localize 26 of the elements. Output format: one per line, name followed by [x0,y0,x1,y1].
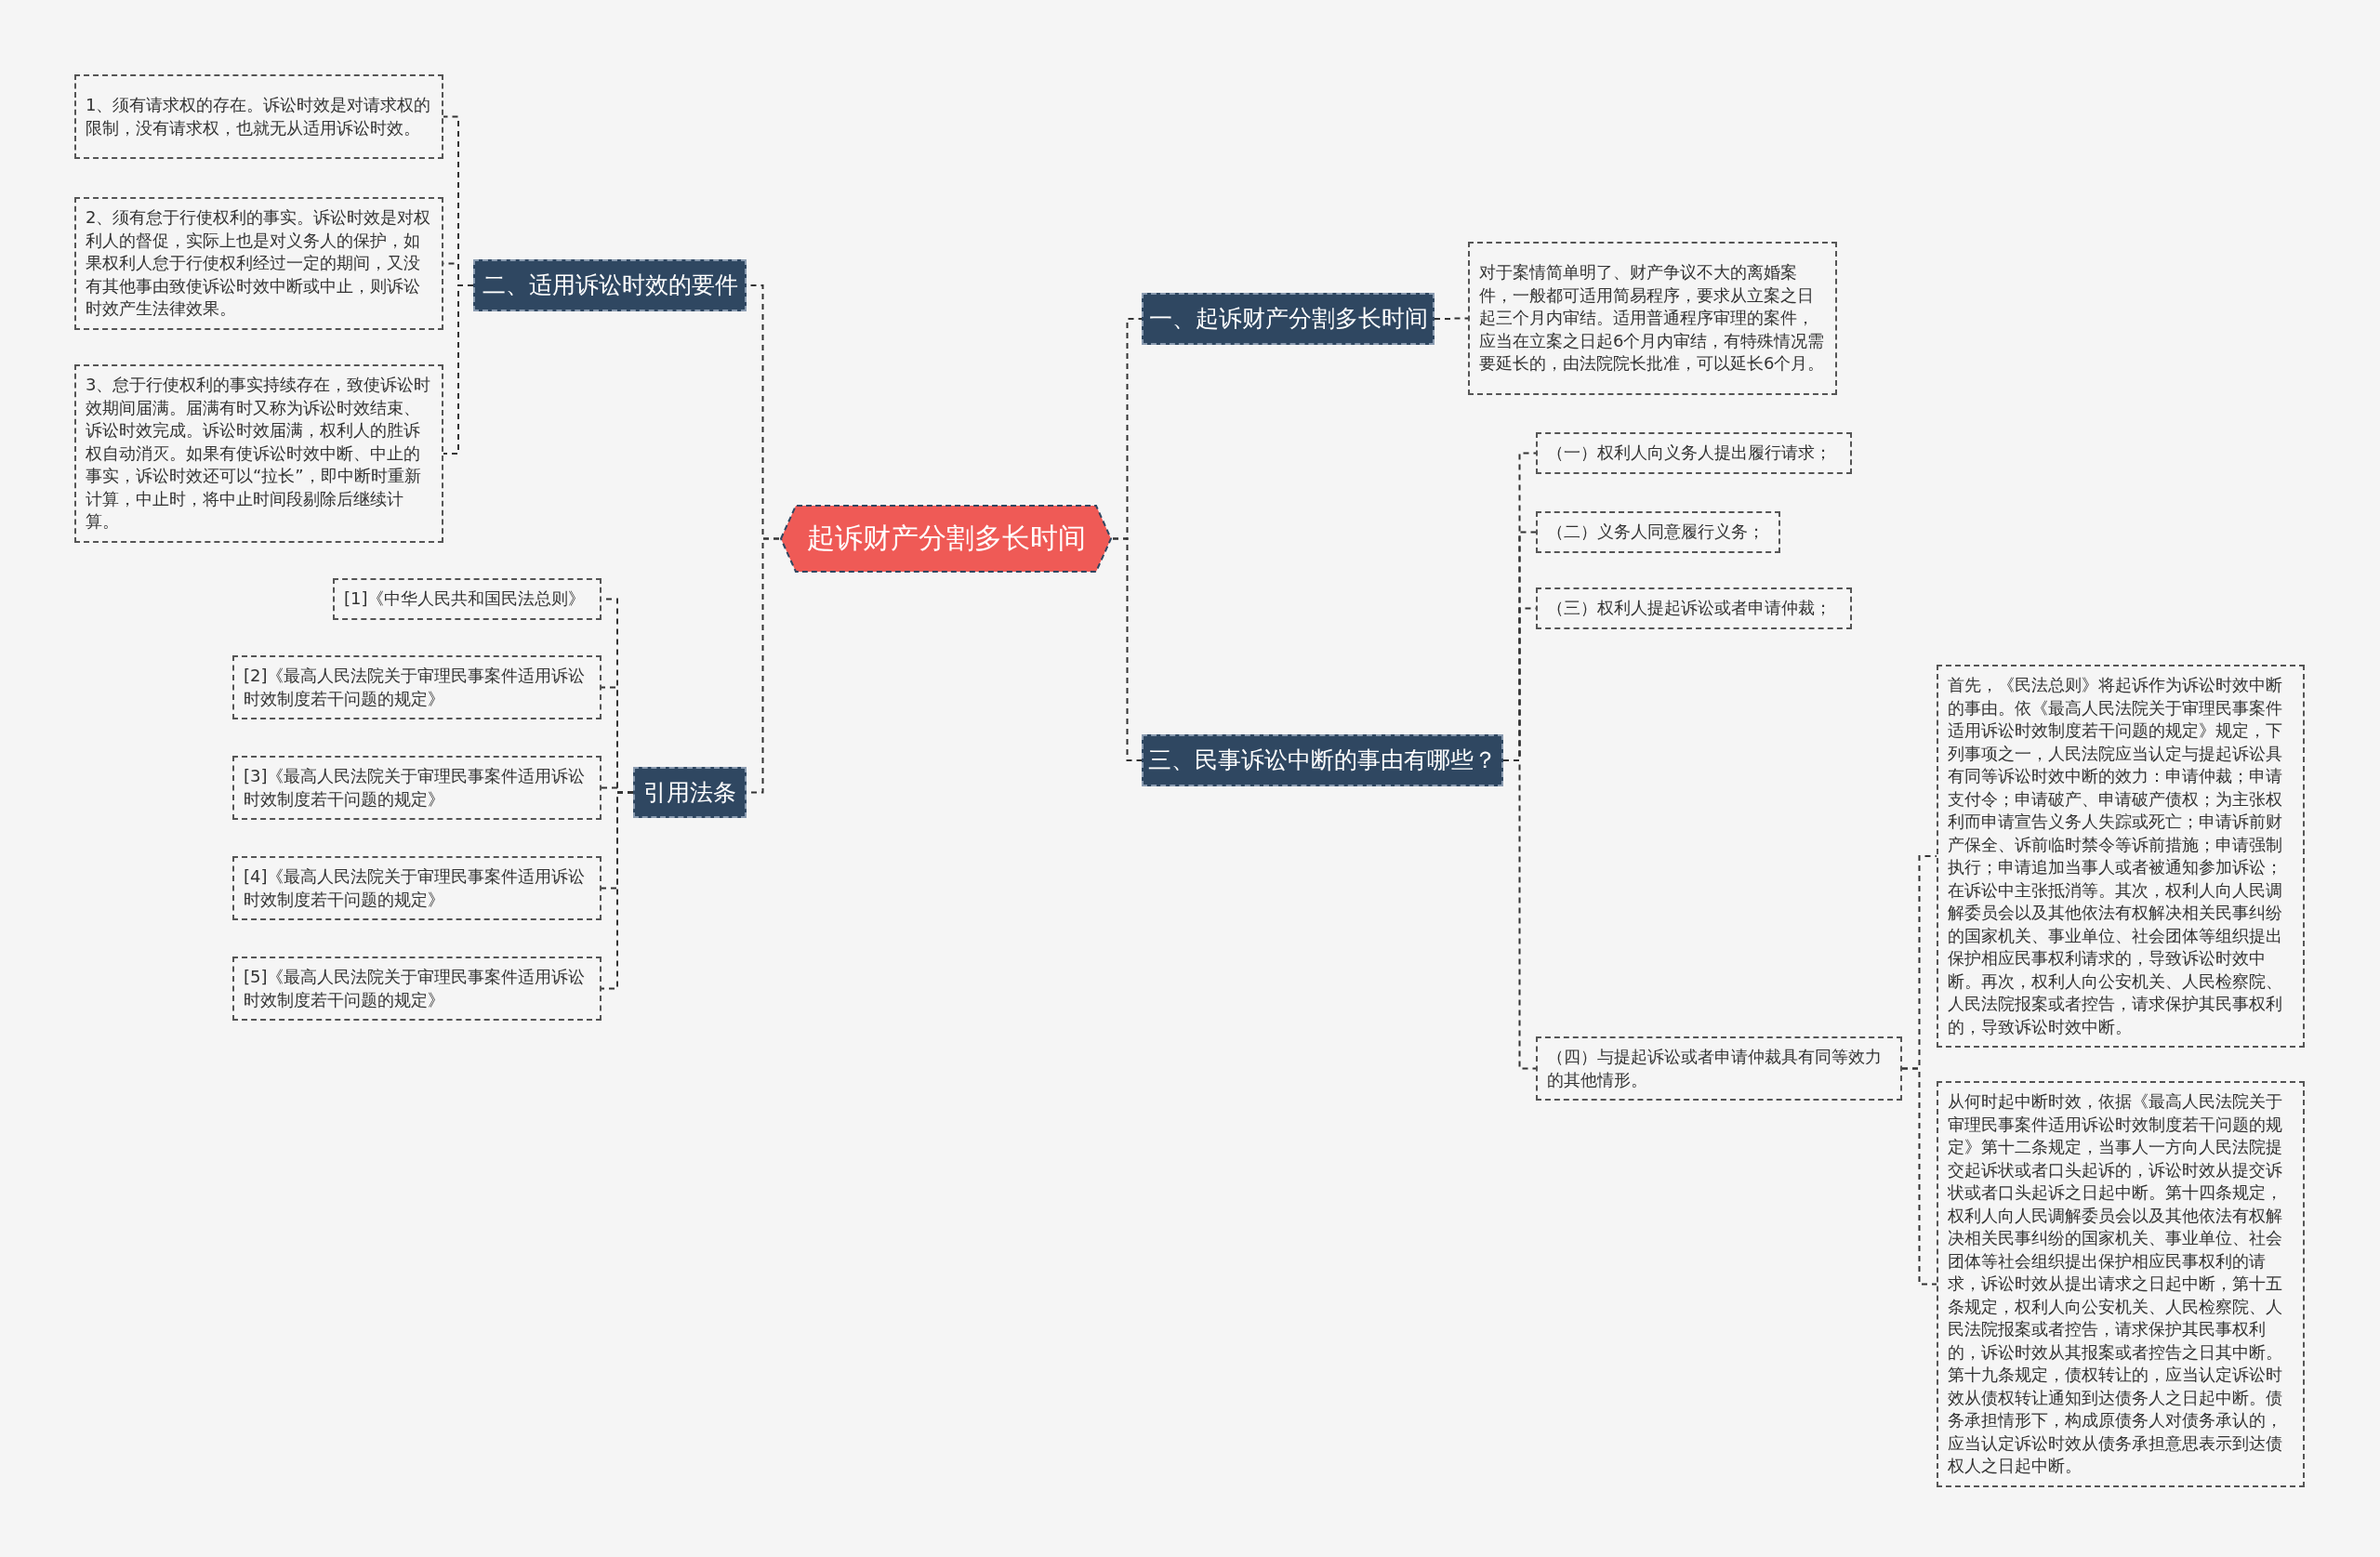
note-box: 首先，《民法总则》将起诉作为诉讼时效中断的事由。依《最高人民法院关于审理民事案件适用诉讼时效制度若干问题的规定》规定，下列事项之一，人民法院应当认定与提起诉讼具有同等诉讼时效中断的效力：申请仲裁；申请支付令；申请破产、申请破产债权；为主张权利而申请宣告义务人失踪或死亡；申请诉前财产保全、诉前临时禁令等诉前措施；申请强制执行；申请追加当事人或者被通知参加诉讼；在诉讼中主张抵消等。其次，权利人向人民调解委员会以及其他依法有权解决相关民事纠纷的国家机关、事业单位、社会团体等组织提出保护相应民事权利请求的，导致诉讼时效中断。再次，权利人向公安机关、人民检察院、人民法院报案或者控告，请求保护其民事权利的，导致诉讼时效中断。 [1937,665,2305,1048]
note-box: 3、怠于行使权利的事实持续存在，致使诉讼时效期间届满。届满有时又称为诉讼时效结束、诉讼时效完成。诉讼时效届满，权利人的胜诉权自动消灭。如果有使诉讼时效中断、中止的事实，诉讼时效还可以“拉长”，即中断时重新计算，中止时，将中止时间段剔除后继续计算。 [74,364,443,543]
note-box: [3]《最高人民法院关于审理民事案件适用诉讼时效制度若干问题的规定》 [232,756,602,820]
note-box: [5]《最高人民法院关于审理民事案件适用诉讼时效制度若干问题的规定》 [232,957,602,1021]
note-box: （二）义务人同意履行义务； [1536,511,1780,553]
note-box: 1、须有请求权的存在。诉讼时效是对请求权的限制，没有请求权，也就无从适用诉讼时效。 [74,74,443,159]
topic-box: 引用法条 [633,767,747,818]
note-box: 从何时起中断时效，依据《最高人民法院关于审理民事案件适用诉讼时效制度若干问题的规定》第十二条规定，当事人一方向人民法院提交起诉状或者口头起诉的，诉讼时效从提交诉状或者口头起诉之日起中断。第十四条规定，权利人向人民调解委员会以及其他依法有权解决相关民事纠纷的国家机关、事业单位、社会团体等社会组织提出保护相应民事权利的请求，诉讼时效从提出请求之日起中断，第十五条规定，权利人向公安机关、人民检察院、人民法院报案或者控告，请求保护其民事权利的，诉讼时效从其报案或者控告之日其中断。第十九条规定，债权转让的，应当认定诉讼时效从债权转让通知到达债务人之日起中断。债务承担情形下，构成原债务人对债务承认的，应当认定诉讼时效从债务承担意思表示到达债权人之日起中断。 [1937,1081,2305,1487]
topic-box: 三、民事诉讼中断的事由有哪些？ [1142,734,1503,786]
note-box: 2、须有怠于行使权利的事实。诉讼时效是对权利人的督促，实际上也是对义务人的保护，如果权利人怠于行使权利经过一定的期间，又没有其他事由致使诉讼时效中断或中止，则诉讼时效产生法律效果。 [74,197,443,330]
connector-line [601,791,634,990]
note-box: 对于案情简单明了、财产争议不大的离婚案件，一般都可适用简易程序，要求从立案之日起三个月内审结。适用普通程序审理的案件，应当在立案之日起6个月内审结，有特殊情况需要延长的，由法院院长批准，可以延长6个月。 [1468,242,1837,395]
note-box: [4]《最高人民法院关于审理民事案件适用诉讼时效制度若干问题的规定》 [232,856,602,920]
central-topic-hexagon: 起诉财产分割多长时间 [779,504,1113,574]
connector-line [1434,317,1469,320]
topic-box: 一、起诉财产分割多长时间 [1142,293,1435,345]
connector-line [443,284,474,455]
topic-box: 二、适用诉讼时效的要件 [473,259,747,311]
note-box: （一）权利人向义务人提出履行请求； [1536,432,1852,474]
connector-line [1901,1067,1937,1286]
note-box: （三）权利人提起诉讼或者申请仲裁； [1536,587,1852,629]
connector-line [1112,537,1143,761]
note-box: [1]《中华人民共和国民法总则》 [333,578,602,620]
note-box: [2]《最高人民法院关于审理民事案件适用诉讼时效制度若干问题的规定》 [232,655,602,719]
note-box: （四）与提起诉讼或者申请仲裁具有同等效力的其他情形。 [1536,1036,1902,1101]
connector-line [1502,759,1537,1070]
